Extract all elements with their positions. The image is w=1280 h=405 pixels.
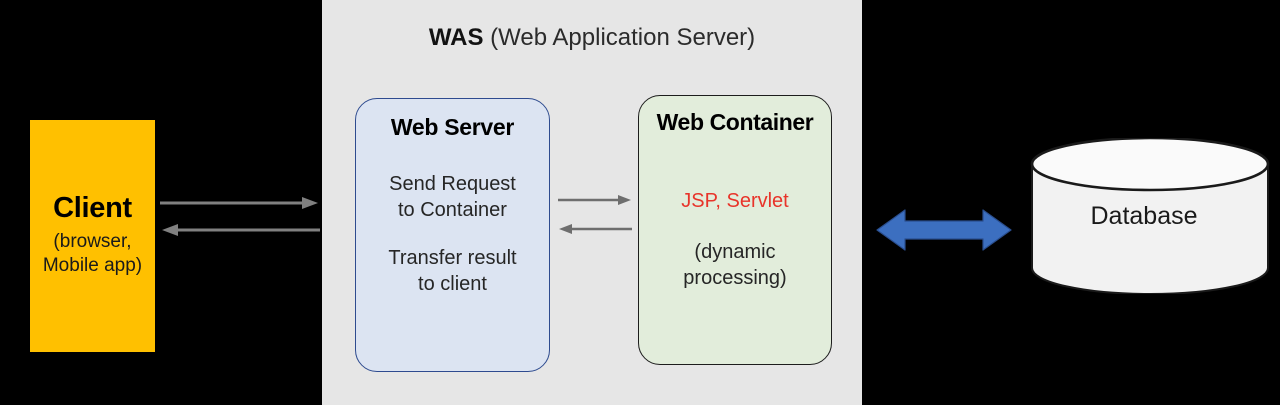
client-subtitle-line-2: Mobile app) xyxy=(42,255,143,277)
web-server-node: Web Server Send Request to Container Tra… xyxy=(355,98,550,372)
web-server-to-container-arrow-icon xyxy=(558,195,631,205)
web-server-description-1: Send Request to Container xyxy=(389,171,516,223)
client-node: Client (browser, Mobile app) xyxy=(30,120,155,352)
web-server-line-1a: Send Request xyxy=(389,173,516,195)
client-subtitle-line-1: (browser, xyxy=(53,230,132,252)
client-title: Client xyxy=(53,192,132,225)
was-to-client-arrow-icon xyxy=(162,224,320,236)
web-container-desc-line-2: processing) xyxy=(683,267,787,289)
was-to-database-bidirectional-arrow-icon xyxy=(876,209,1012,251)
client-subtitle: (browser, Mobile app) xyxy=(43,230,142,279)
client-to-was-arrow-icon xyxy=(160,197,318,209)
was-title-rest: (Web Application Server) xyxy=(490,24,756,51)
web-server-line-2a: Transfer result xyxy=(388,247,517,269)
web-server-line-2b: to client xyxy=(418,273,487,295)
web-container-tech-label: JSP, Servlet xyxy=(681,190,789,212)
web-container-node: Web Container JSP, Servlet (dynamic proc… xyxy=(638,95,832,365)
web-server-title: Web Server xyxy=(390,114,515,140)
web-container-title: Web Container xyxy=(656,109,814,135)
web-server-line-1b: to Container xyxy=(398,199,507,221)
web-container-desc-line-1: (dynamic xyxy=(694,241,776,263)
web-container-description: (dynamic processing) xyxy=(683,239,786,291)
database-cylinder-icon xyxy=(1030,136,1270,295)
database-node: Database xyxy=(1028,136,1280,295)
web-server-description-2: Transfer result to client xyxy=(388,245,516,297)
was-title: WAS (Web Application Server) xyxy=(322,24,862,52)
was-title-bold: WAS xyxy=(428,24,484,51)
container-to-web-server-arrow-icon xyxy=(559,224,632,234)
